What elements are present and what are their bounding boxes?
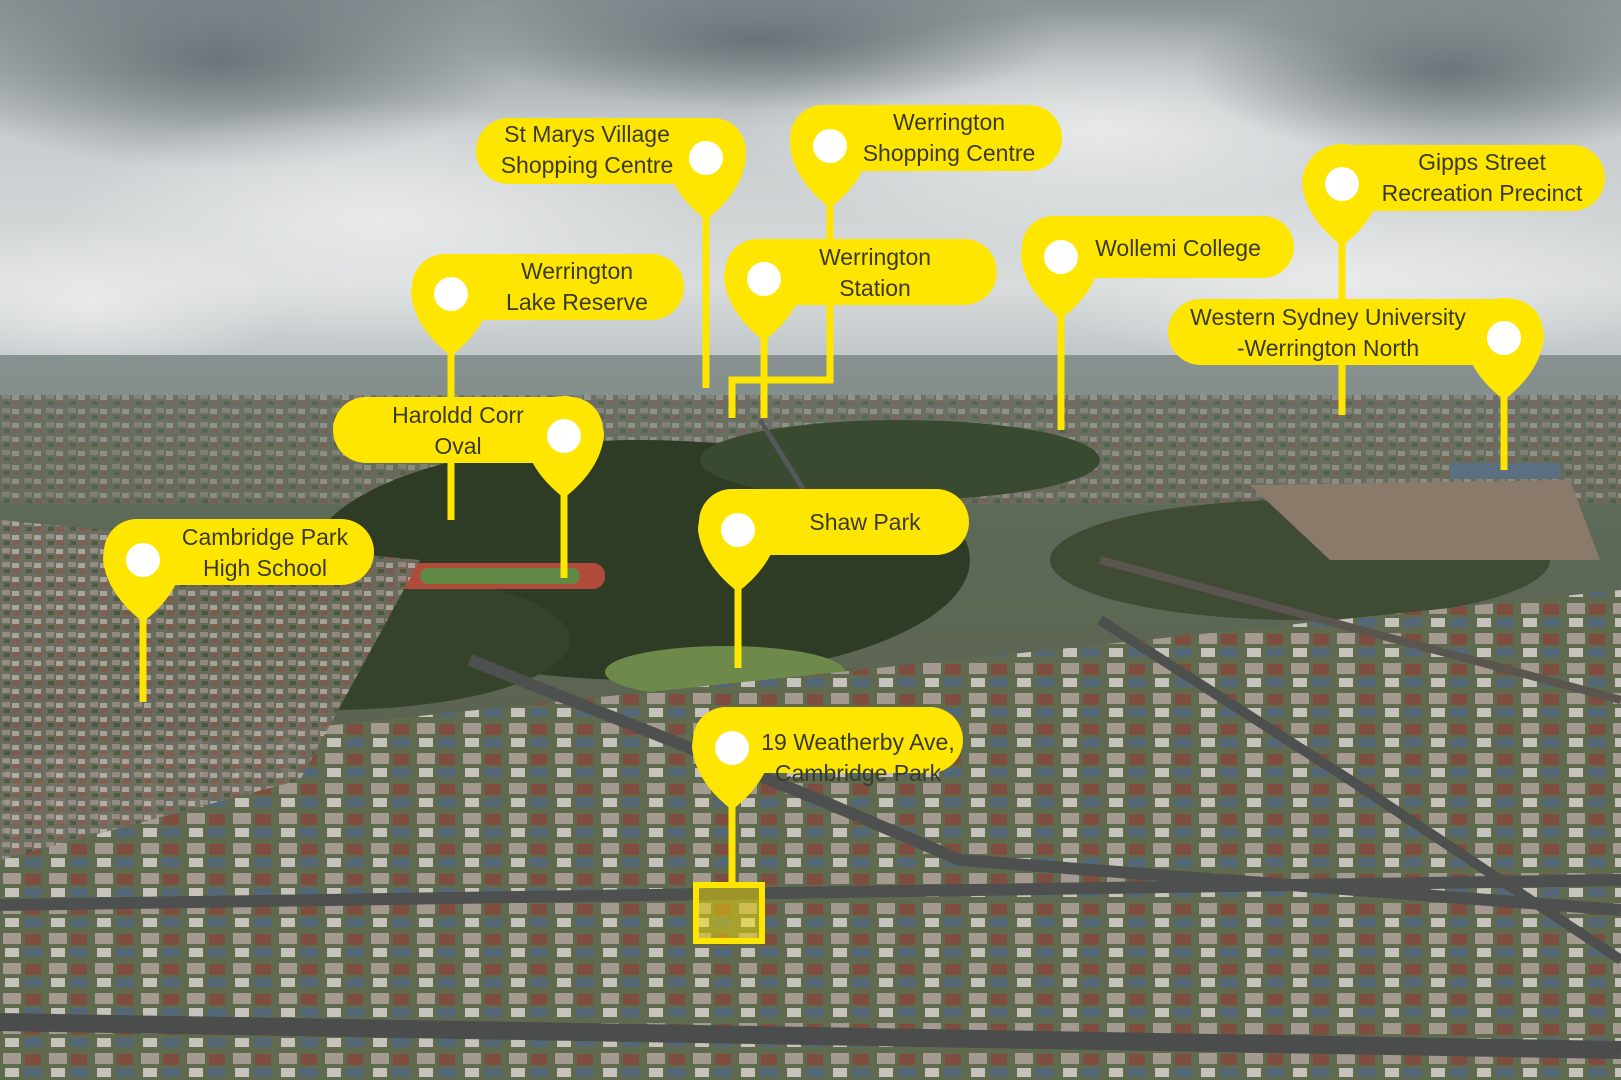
label-line: -Werrington North	[1236, 335, 1420, 361]
pin-dot-icon	[715, 731, 749, 765]
label-line: Gipps Street	[1418, 149, 1546, 175]
map-pin-wollemi-college[interactable]	[1021, 216, 1294, 430]
label-line: Shopping Centre	[862, 140, 1036, 166]
marker-label-st-marys-village[interactable]: St Marys Village Shopping Centre	[472, 119, 702, 181]
pin-dot-icon	[126, 543, 160, 577]
marker-label-werrington-lake[interactable]: Werrington Lake Reserve	[482, 256, 672, 318]
label-line: Cambridge Park	[774, 760, 942, 786]
label-line: Werrington	[892, 109, 1006, 135]
pin-dot-icon	[1325, 167, 1359, 201]
road	[1097, 615, 1621, 965]
marker-label-haroldd-corr[interactable]: Haroldd Corr Oval	[373, 400, 543, 462]
label-line: Werrington	[520, 258, 634, 284]
map-pin-cambridge-park-high[interactable]	[103, 519, 374, 702]
pin-dot-icon	[434, 277, 468, 311]
road	[467, 654, 1621, 916]
label-line: Recreation Precinct	[1381, 180, 1583, 206]
cloud	[1190, 0, 1621, 160]
label-line: Station	[839, 275, 911, 301]
pin-dot-icon	[547, 419, 581, 453]
railway	[1098, 556, 1621, 704]
marker-label-cambridge-park-high[interactable]: Cambridge Park High School	[165, 522, 365, 584]
markers-layer	[103, 105, 1605, 888]
marker-label-background	[1168, 299, 1543, 365]
map-pin-st-marys-village[interactable]	[476, 118, 746, 388]
subject-lot-highlight	[693, 882, 765, 944]
marker-label-background	[1305, 145, 1605, 211]
marker-label-werrington-shopping[interactable]: Werrington Shopping Centre	[844, 107, 1054, 169]
label-line: Shaw Park	[809, 509, 921, 535]
pin-dot-icon	[813, 129, 847, 163]
near-suburb	[0, 590, 1621, 1080]
map-pin-werrington-station[interactable]	[724, 239, 997, 418]
label-line: St Marys Village	[504, 121, 670, 147]
label-line: Lake Reserve	[506, 289, 648, 315]
athletics-field	[420, 568, 580, 584]
marker-label-shaw-park[interactable]: Shaw Park	[790, 507, 940, 538]
road	[0, 1013, 1621, 1059]
map-pin-shaw-park[interactable]	[698, 489, 969, 668]
marker-label-subject-property[interactable]: 19 Weatherby Ave, Cambridge Park	[752, 727, 964, 789]
pin-dot-icon	[689, 141, 723, 175]
road	[757, 418, 813, 502]
label-line: High School	[202, 555, 328, 581]
pin-dot-icon	[1487, 321, 1521, 355]
map-pin-haroldd-corr[interactable]	[333, 396, 604, 578]
pin-dot-icon	[1044, 240, 1078, 274]
near-suburb-left	[0, 520, 420, 860]
marker-label-wollemi-college[interactable]: Wollemi College	[1088, 233, 1268, 264]
marker-label-wsu-werrington-north[interactable]: Western Sydney University -Werrington No…	[1168, 302, 1488, 364]
label-line: Haroldd Corr	[392, 402, 524, 428]
university-building	[1450, 463, 1560, 479]
label-line: Oval	[434, 433, 482, 459]
label-line: Wollemi College	[1095, 235, 1261, 261]
map-pin-werrington-lake[interactable]	[411, 254, 684, 520]
bushland	[700, 420, 1100, 500]
label-line: Werrington	[818, 244, 932, 270]
marker-label-werrington-station[interactable]: Werrington Station	[800, 242, 950, 304]
label-line: Western Sydney University	[1190, 304, 1466, 330]
cloud	[0, 220, 290, 380]
label-line: Cambridge Park	[181, 524, 349, 550]
map-pin-subject-property[interactable]	[692, 707, 963, 888]
map-pin-wsu-werrington-north[interactable]	[1168, 298, 1544, 470]
marker-label-gipps-street[interactable]: Gipps Street Recreation Precinct	[1362, 147, 1602, 209]
map-pin-gipps-street[interactable]	[1302, 144, 1605, 415]
pin-dot-icon	[747, 262, 781, 296]
development-site	[1250, 480, 1600, 560]
pin-dot-icon	[721, 513, 755, 547]
label-line: Shopping Centre	[500, 152, 674, 178]
label-line: 19 Weatherby Ave,	[761, 729, 955, 755]
cloud	[460, 0, 1060, 110]
